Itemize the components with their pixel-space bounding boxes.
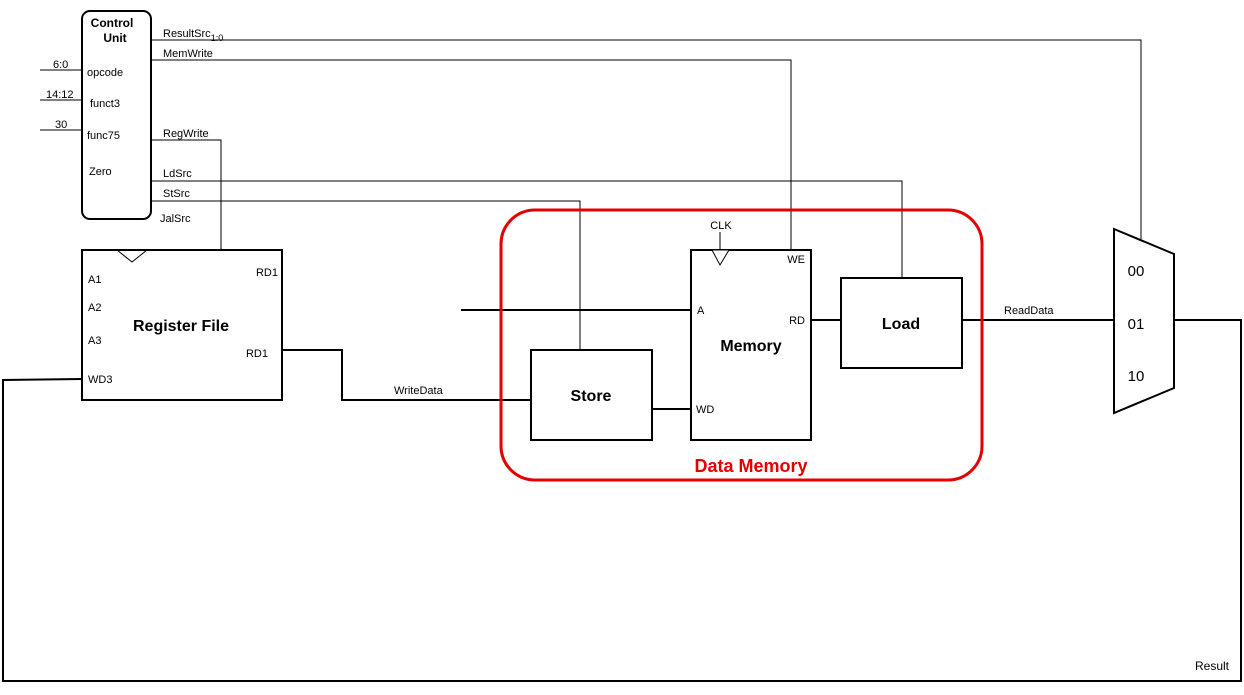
ldsrc-label: LdSrc (163, 168, 192, 180)
regwrite-label: RegWrite (163, 128, 209, 140)
result-mux (1113, 227, 1175, 415)
mux-input-01: 01 (1128, 316, 1145, 333)
memory-box (690, 249, 812, 441)
resultsrc-label: ResultSrc1:0 (163, 28, 223, 43)
opcode-bits-label: 6:0 (53, 59, 68, 71)
writedata-wire (282, 349, 530, 401)
zero-port-label: Zero (89, 166, 112, 178)
data-memory-label: Data Memory (694, 456, 807, 476)
funct3-port-label: funct3 (90, 98, 120, 110)
readdata-label: ReadData (1004, 305, 1054, 317)
memory-a-port-label: A (697, 305, 705, 317)
control-unit-title-1: Control (91, 16, 134, 30)
stsrc-label: StSrc (163, 188, 190, 200)
a1-port-label: A1 (88, 274, 101, 286)
a3-port-label: A3 (88, 335, 101, 347)
stsrc-wire (150, 200, 581, 350)
result-wire (2, 319, 1242, 682)
memwrite-wire (150, 59, 792, 250)
register-file-clock-notch (116, 249, 148, 263)
clk-label: CLK (710, 220, 732, 232)
mux-input-00: 00 (1128, 263, 1145, 280)
store-title: Store (571, 388, 612, 405)
a2-port-label: A2 (88, 302, 101, 314)
store-box (530, 349, 653, 441)
memory-title: Memory (720, 338, 781, 355)
memory-wd-port-label: WD (696, 404, 714, 416)
writedata-label: WriteData (394, 385, 444, 397)
mux-input-10: 10 (1128, 368, 1145, 385)
opcode-port-label: opcode (87, 67, 123, 79)
resultsrc-main-text: ResultSrc (163, 28, 211, 40)
control-unit-title-2: Unit (103, 31, 126, 45)
regwrite-wire (150, 139, 222, 250)
memory-we-port-label: WE (787, 254, 805, 266)
func75-bits-label: 30 (55, 119, 67, 131)
func75-port-label: func75 (87, 130, 120, 142)
rd1-top-port-label: RD1 (256, 267, 278, 279)
register-file-box (81, 249, 283, 401)
control-unit-box (81, 10, 152, 220)
wd3-port-label: WD3 (88, 374, 112, 386)
resultsrc-subscript: 1:0 (211, 33, 224, 43)
memwrite-label: MemWrite (163, 48, 213, 60)
data-memory-group-outline (499, 208, 984, 482)
resultsrc-wire (150, 39, 1142, 240)
load-title: Load (882, 316, 920, 333)
rd1-bottom-port-label: RD1 (246, 348, 268, 360)
memory-rd-port-label: RD (789, 315, 805, 327)
register-file-title: Register File (133, 318, 229, 335)
jalsrc-label: JalSrc (160, 213, 191, 225)
load-box (840, 277, 963, 369)
ldsrc-wire (150, 180, 903, 278)
result-label: Result (1195, 659, 1230, 673)
memory-clock-triangle (711, 249, 730, 267)
funct3-bits-label: 14:12 (46, 89, 74, 101)
